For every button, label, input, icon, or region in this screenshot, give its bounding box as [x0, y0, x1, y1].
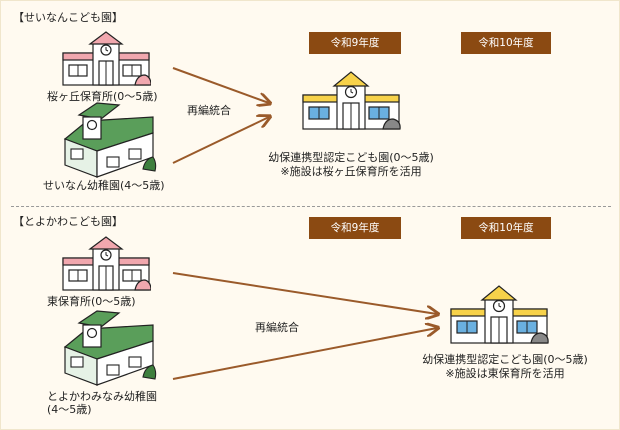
section-heading-toyokawa: 【とよかわこども園】	[13, 215, 123, 228]
badge-year-r10-seinan: 令和10年度	[461, 32, 551, 54]
certified-childcare-center-icon	[449, 285, 549, 345]
source-label-toyokawa-minami-line2: (4～5歳)	[47, 403, 92, 416]
source-label-seinan-kindergarten: せいなん幼稚園(4～5歳)	[43, 179, 165, 192]
kindergarten-building-icon	[57, 99, 157, 179]
badge-year-r9-toyokawa: 令和9年度	[309, 217, 401, 239]
source-label-toyokawa-minami-line1: とよかわみなみ幼稚園	[47, 390, 157, 403]
nursery-school-building-icon	[61, 31, 151, 87]
nursery-school-building-icon	[61, 236, 151, 292]
kindergarten-building-icon	[57, 307, 157, 387]
certified-childcare-center-icon	[301, 71, 401, 131]
result-type-toyokawa: 幼保連携型認定こども園(0～5歳)	[422, 353, 588, 366]
merge-arrow-bottom-lower	[172, 328, 437, 380]
source-label-higashi: 東保育所(0～5歳)	[47, 295, 136, 308]
section-heading-seinan: 【せいなんこども園】	[13, 11, 123, 24]
merge-arrow-bottom-upper	[172, 272, 437, 314]
merge-arrow-top-lower	[172, 117, 269, 164]
badge-year-r9-seinan: 令和9年度	[309, 32, 401, 54]
merge-label-toyokawa: 再編統合	[255, 321, 299, 334]
merge-arrow-top-upper	[172, 67, 269, 103]
result-facility-note-toyokawa: ※施設は東保育所を活用	[445, 367, 565, 380]
source-label-sakuragaoka: 桜ヶ丘保育所(0～5歳)	[47, 90, 158, 103]
result-type-seinan: 幼保連携型認定こども園(0～5歳)	[268, 151, 434, 164]
result-facility-note-seinan: ※施設は桜ヶ丘保育所を活用	[280, 165, 422, 178]
section-divider	[11, 206, 611, 207]
badge-year-r10-toyokawa: 令和10年度	[461, 217, 551, 239]
merge-label-seinan: 再編統合	[187, 104, 231, 117]
